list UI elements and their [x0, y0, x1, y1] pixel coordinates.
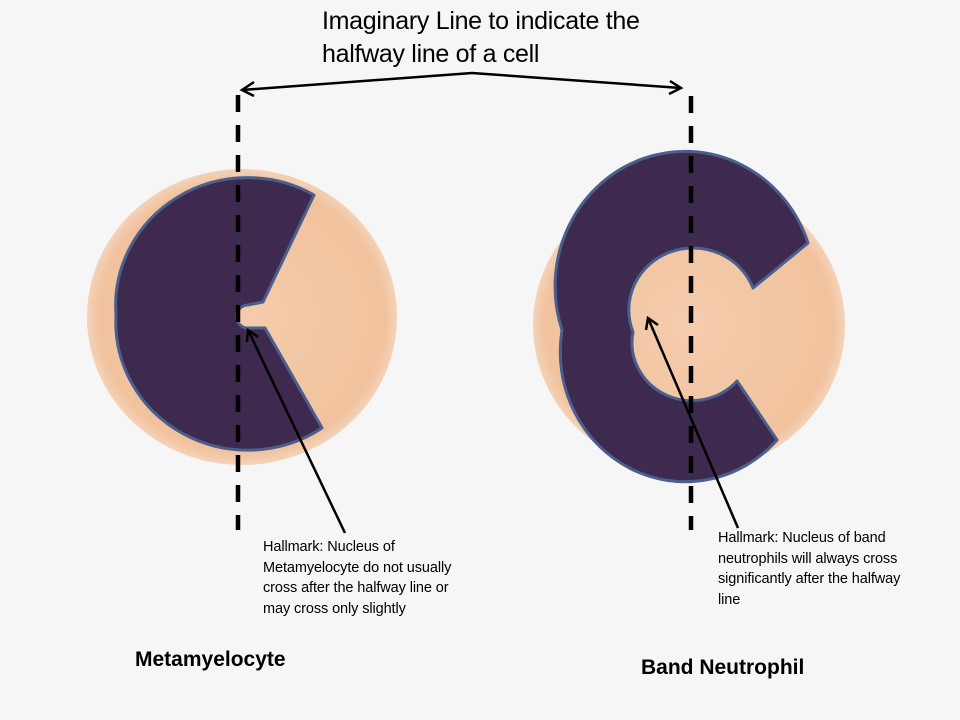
metamyelocyte-pointer-arrow	[245, 327, 347, 534]
metamyelocyte-nucleus	[114, 176, 324, 452]
band-neutrophil-pointer-arrow	[644, 315, 740, 529]
arrowhead-right-icon	[668, 79, 684, 96]
metamyelocyte-hallmark-note: Hallmark: Nucleus of Metamyelocyte do no…	[263, 539, 452, 617]
band-neutrophil-label: Band Neutrophil	[641, 656, 805, 679]
band-neutrophil-hallmark-note: Hallmark: Nucleus of band neutrophils wi…	[718, 530, 901, 608]
title-double-arrow	[239, 71, 684, 98]
diagram-title: Imaginary Line to indicate the halfway l…	[322, 7, 640, 68]
arrowhead-left-icon	[239, 80, 255, 98]
arrowhead-icon	[644, 315, 659, 331]
arrowhead-icon	[245, 327, 259, 343]
metamyelocyte-label: Metamyelocyte	[135, 648, 286, 671]
metamyelocyte-cell	[87, 169, 397, 465]
band-neutrophil-nucleus	[553, 149, 810, 484]
band-neutrophil-cell	[533, 149, 845, 484]
